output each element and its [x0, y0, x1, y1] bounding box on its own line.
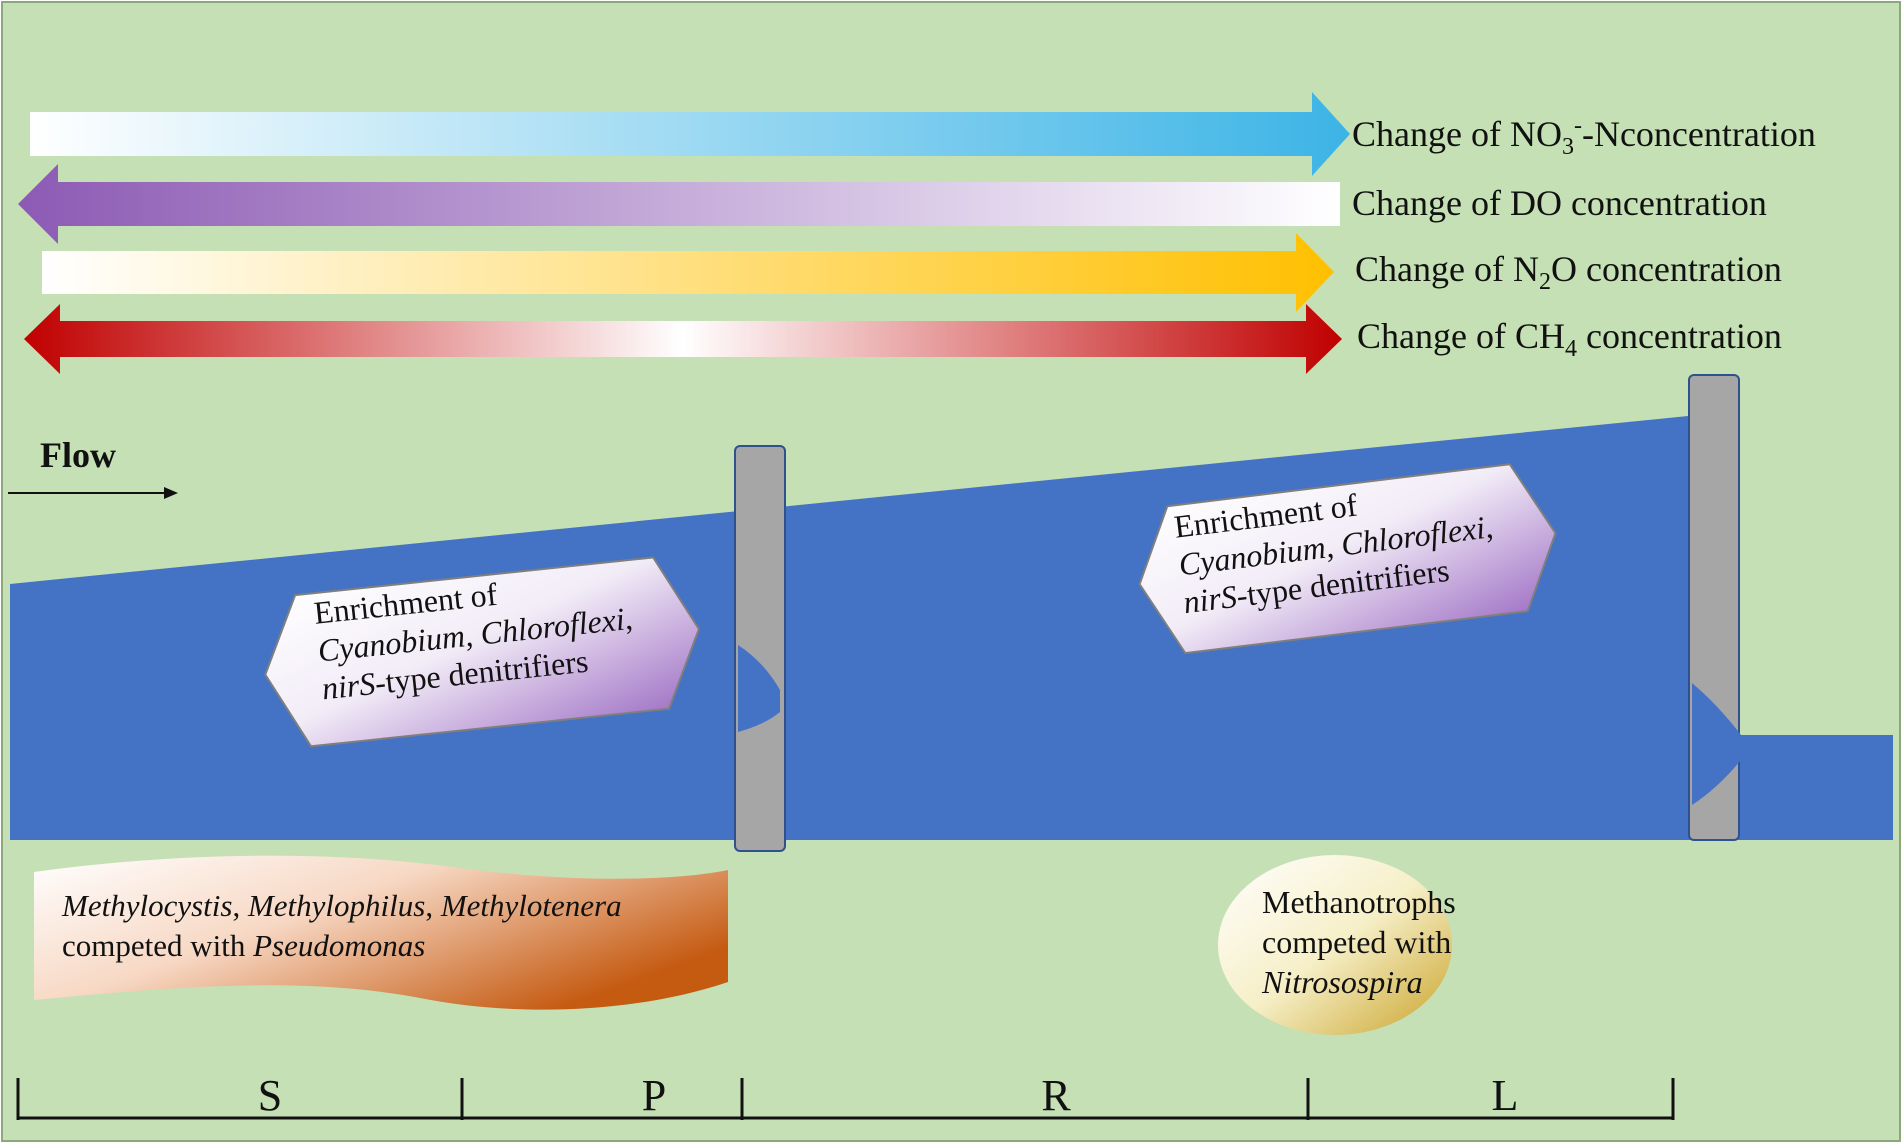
- segment-label-s: S: [257, 1071, 283, 1120]
- n2o-arrow-label: Change of N2O concentration: [1355, 249, 1782, 296]
- competition-band-shape: [34, 855, 728, 1010]
- segment-label-l: L: [1491, 1071, 1519, 1120]
- competition-ellipse-text: Methanotrophs competed with Nitrosospira: [1262, 884, 1456, 1000]
- competition-band-text: Methylocystis, Methylophilus, Methyloten…: [62, 888, 622, 963]
- weir-left: [734, 445, 786, 852]
- n2o-arrow: [42, 233, 1334, 312]
- flow-arrow-head: [164, 487, 178, 499]
- ch4-arrow: [24, 304, 1342, 374]
- segment-scale: [16, 1078, 1675, 1120]
- nitrate-arrow: [30, 92, 1350, 176]
- competition-ellipse-shape: [1218, 855, 1452, 1035]
- weir-right-overflow: [1692, 683, 1741, 805]
- segment-label-r: R: [1041, 1071, 1071, 1120]
- ch4-arrow-label: Change of CH4 concentration: [1357, 316, 1782, 363]
- enrichment-right-shape: [1138, 463, 1557, 655]
- segment-label-p: P: [641, 1071, 667, 1120]
- weir-left-overflow: [738, 645, 780, 732]
- enrichment-left-shape: [264, 556, 701, 748]
- do-arrow: [18, 164, 1340, 244]
- nitrate-arrow-label: Change of NO3--Nconcentration: [1352, 113, 1816, 161]
- flow-label: Flow: [40, 435, 116, 475]
- do-arrow-label: Change of DO concentration: [1352, 183, 1767, 223]
